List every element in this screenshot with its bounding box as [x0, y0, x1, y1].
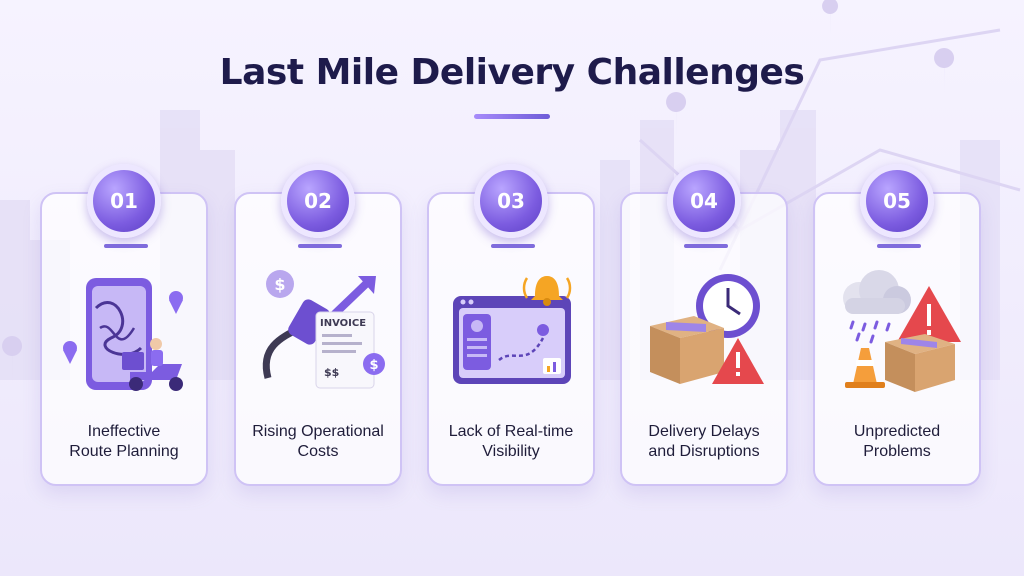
card-divider [491, 244, 535, 248]
challenge-card-5: 05 Unpre [813, 164, 981, 486]
step-badge-1: 01 [87, 164, 161, 238]
challenge-card-3: 03 Lack of Real-time Visibility [427, 164, 595, 486]
card-divider [298, 244, 342, 248]
card-label: Unpredicted Problems [853, 423, 941, 460]
challenge-card-2: 02 $ INVOICE $$ $ Rising Operational Cos… [234, 164, 402, 486]
card-label: Ineffective Route Planning [69, 423, 179, 460]
step-badge-2: 02 [281, 164, 355, 238]
phone-map-scooter-icon [63, 278, 183, 391]
card-divider [877, 244, 921, 248]
title-underline [474, 114, 550, 119]
page-title: Last Mile Delivery Challenges [219, 52, 805, 93]
storm-cone-box-icon [843, 270, 961, 392]
challenge-card-4: 04 Delivery Delays and Disruptions [620, 164, 788, 486]
svg-text:$: $ [369, 358, 378, 373]
step-badge-3: 03 [474, 164, 548, 238]
card-divider [684, 244, 728, 248]
dashboard-bell-icon [453, 276, 572, 384]
card-label: Delivery Delays and Disruptions [648, 423, 760, 460]
clock-box-warning-icon [650, 274, 764, 384]
step-badge-5: 05 [860, 164, 934, 238]
card-label: Lack of Real-time Visibility [448, 423, 574, 460]
challenge-card-1: 01 Ineffective Route Planning [40, 164, 208, 486]
fuel-invoice-icon: $ INVOICE $$ $ [262, 270, 385, 389]
step-badge-4: 04 [667, 164, 741, 238]
dollar-text: $$ [324, 366, 339, 379]
invoice-text: INVOICE [320, 318, 366, 329]
svg-text:$: $ [274, 275, 285, 294]
card-divider [104, 244, 148, 248]
card-label: Rising Operational Costs [252, 423, 384, 460]
